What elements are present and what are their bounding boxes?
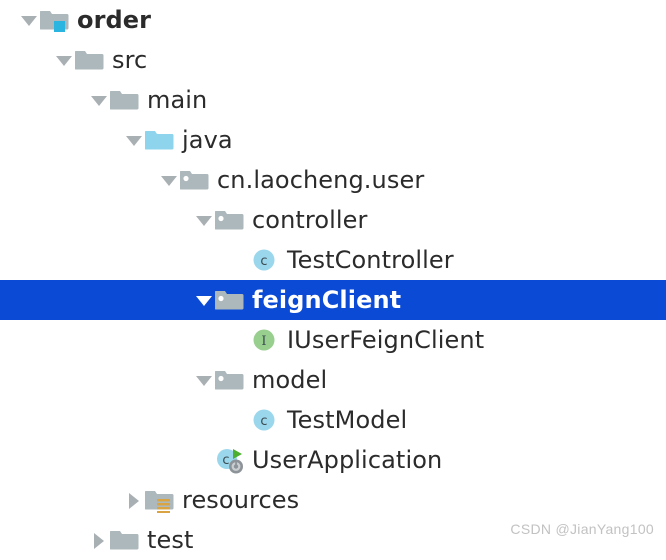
tree-row-label: controller bbox=[252, 208, 368, 232]
tree-row-label: main bbox=[147, 88, 207, 112]
watermark: CSDN @JianYang100 bbox=[510, 521, 654, 537]
twisty-placeholder bbox=[228, 409, 250, 431]
twisty-placeholder bbox=[193, 449, 215, 471]
chevron-down-icon[interactable] bbox=[53, 49, 75, 71]
chevron-down-icon[interactable] bbox=[123, 129, 145, 151]
tree-row-java[interactable]: java bbox=[0, 120, 666, 160]
tree-row-label: src bbox=[112, 48, 147, 72]
tree-row-label: java bbox=[182, 128, 233, 152]
chevron-right-icon[interactable] bbox=[88, 529, 110, 551]
java-interface-icon: I bbox=[250, 326, 280, 354]
twisty-placeholder bbox=[228, 329, 250, 351]
java-class-icon: c bbox=[250, 246, 280, 274]
chevron-down-icon[interactable] bbox=[193, 289, 215, 311]
spring-boot-runnable-class-icon: c bbox=[215, 446, 245, 474]
tree-row-label: UserApplication bbox=[252, 448, 442, 472]
indent-spacer bbox=[0, 380, 193, 381]
tree-row-label: TestController bbox=[287, 248, 454, 272]
indent-spacer bbox=[0, 180, 158, 181]
indent-spacer bbox=[0, 20, 18, 21]
chevron-down-icon[interactable] bbox=[158, 169, 180, 191]
tree-row-order[interactable]: order bbox=[0, 0, 666, 40]
package-icon bbox=[215, 286, 245, 314]
tree-row-iuserfeignclient[interactable]: I IUserFeignClient bbox=[0, 320, 666, 360]
tree-row-model[interactable]: model bbox=[0, 360, 666, 400]
svg-text:c: c bbox=[222, 453, 229, 468]
tree-row-label: test bbox=[147, 528, 194, 552]
indent-spacer bbox=[0, 540, 88, 541]
tree-row-testcontroller[interactable]: c TestController bbox=[0, 240, 666, 280]
indent-spacer bbox=[0, 340, 228, 341]
package-icon bbox=[215, 366, 245, 394]
tree-row-label: resources bbox=[182, 488, 299, 512]
folder-icon bbox=[75, 46, 105, 74]
resources-folder-icon bbox=[145, 486, 175, 514]
tree-row-resources[interactable]: resources bbox=[0, 480, 666, 520]
source-folder-icon bbox=[145, 126, 175, 154]
svg-text:c: c bbox=[260, 254, 267, 269]
indent-spacer bbox=[0, 260, 228, 261]
indent-spacer bbox=[0, 140, 123, 141]
tree-row-label: feignClient bbox=[252, 288, 401, 312]
indent-spacer bbox=[0, 460, 193, 461]
indent-spacer bbox=[0, 420, 228, 421]
tree-row-main[interactable]: main bbox=[0, 80, 666, 120]
tree-row-userapplication[interactable]: c UserApplication bbox=[0, 440, 666, 480]
indent-spacer bbox=[0, 500, 123, 501]
tree-row-label: cn.laocheng.user bbox=[217, 168, 424, 192]
folder-icon bbox=[110, 526, 140, 554]
tree-row-controller[interactable]: controller bbox=[0, 200, 666, 240]
java-class-icon: c bbox=[250, 406, 280, 434]
tree-row-label: IUserFeignClient bbox=[287, 328, 484, 352]
chevron-down-icon[interactable] bbox=[193, 369, 215, 391]
tree-row-label: TestModel bbox=[287, 408, 407, 432]
folder-icon bbox=[110, 86, 140, 114]
tree-row-testmodel[interactable]: c TestModel bbox=[0, 400, 666, 440]
chevron-down-icon[interactable] bbox=[88, 89, 110, 111]
package-icon bbox=[215, 206, 245, 234]
chevron-down-icon[interactable] bbox=[18, 9, 40, 31]
tree-row-feignclient[interactable]: feignClient bbox=[0, 280, 666, 320]
tree-row-label: order bbox=[77, 8, 151, 32]
chevron-down-icon[interactable] bbox=[193, 209, 215, 231]
svg-text:c: c bbox=[260, 414, 267, 429]
twisty-placeholder bbox=[228, 249, 250, 271]
package-icon bbox=[180, 166, 210, 194]
tree-row-cn-laocheng-user[interactable]: cn.laocheng.user bbox=[0, 160, 666, 200]
indent-spacer bbox=[0, 100, 88, 101]
module-folder-icon bbox=[40, 6, 70, 34]
indent-spacer bbox=[0, 60, 53, 61]
indent-spacer bbox=[0, 220, 193, 221]
tree-row-label: model bbox=[252, 368, 327, 392]
chevron-right-icon[interactable] bbox=[123, 489, 145, 511]
indent-spacer bbox=[0, 300, 193, 301]
svg-text:I: I bbox=[261, 334, 266, 349]
tree-row-src[interactable]: src bbox=[0, 40, 666, 80]
